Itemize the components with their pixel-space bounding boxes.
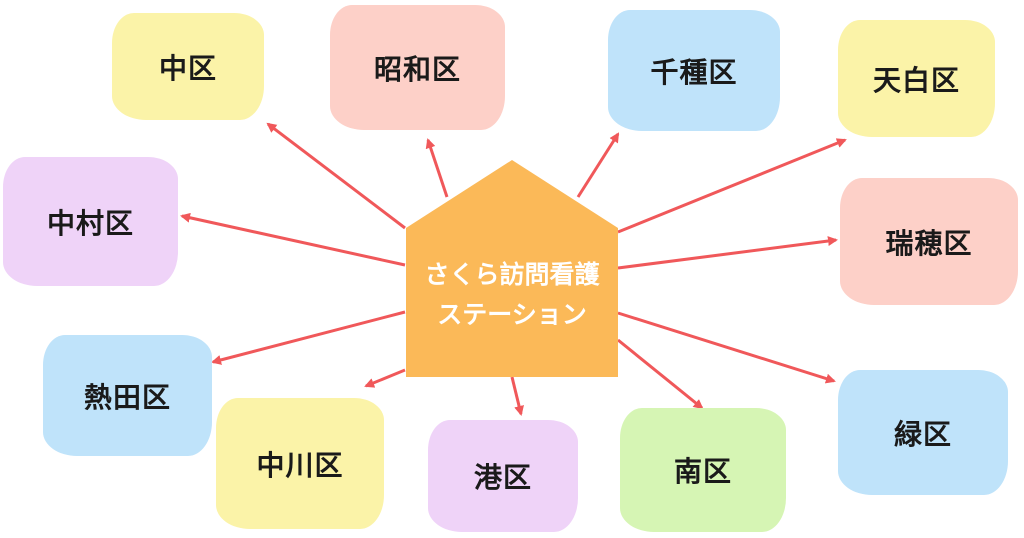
arrow-to-tempaku xyxy=(617,138,847,234)
arrow-to-naka xyxy=(266,122,406,230)
house-shape xyxy=(406,160,618,377)
arrow-to-nakagawa xyxy=(364,368,406,388)
arrow-to-minato xyxy=(510,376,524,416)
ward-box-tempaku: 天白区 xyxy=(838,20,995,137)
station-house: さくら訪問看護 ステーション xyxy=(406,160,618,377)
station-name-line1: さくら訪問看護 xyxy=(424,260,600,289)
ward-box-minami: 南区 xyxy=(620,408,786,532)
arrow-to-mizuho xyxy=(617,236,838,270)
ward-box-nakagawa: 中川区 xyxy=(216,398,384,529)
station-name-line2: ステーション xyxy=(437,300,587,329)
arrow-to-minami xyxy=(617,338,704,410)
ward-box-minato: 港区 xyxy=(428,420,578,532)
ward-box-showa: 昭和区 xyxy=(330,5,505,130)
arrow-to-atsuta xyxy=(211,310,406,365)
ward-box-atsuta: 熱田区 xyxy=(43,335,212,456)
ward-box-mizuho: 瑞穂区 xyxy=(840,178,1018,305)
ward-box-nakamura: 中村区 xyxy=(3,157,178,286)
arrow-to-nakamura xyxy=(180,212,406,267)
ward-box-naka: 中区 xyxy=(112,13,264,120)
arrow-to-showa xyxy=(425,138,449,198)
arrow-to-chikusa xyxy=(576,132,620,198)
arrow-to-midori xyxy=(617,311,836,384)
ward-box-chikusa: 千種区 xyxy=(608,10,780,131)
ward-box-midori: 緑区 xyxy=(838,370,1008,495)
